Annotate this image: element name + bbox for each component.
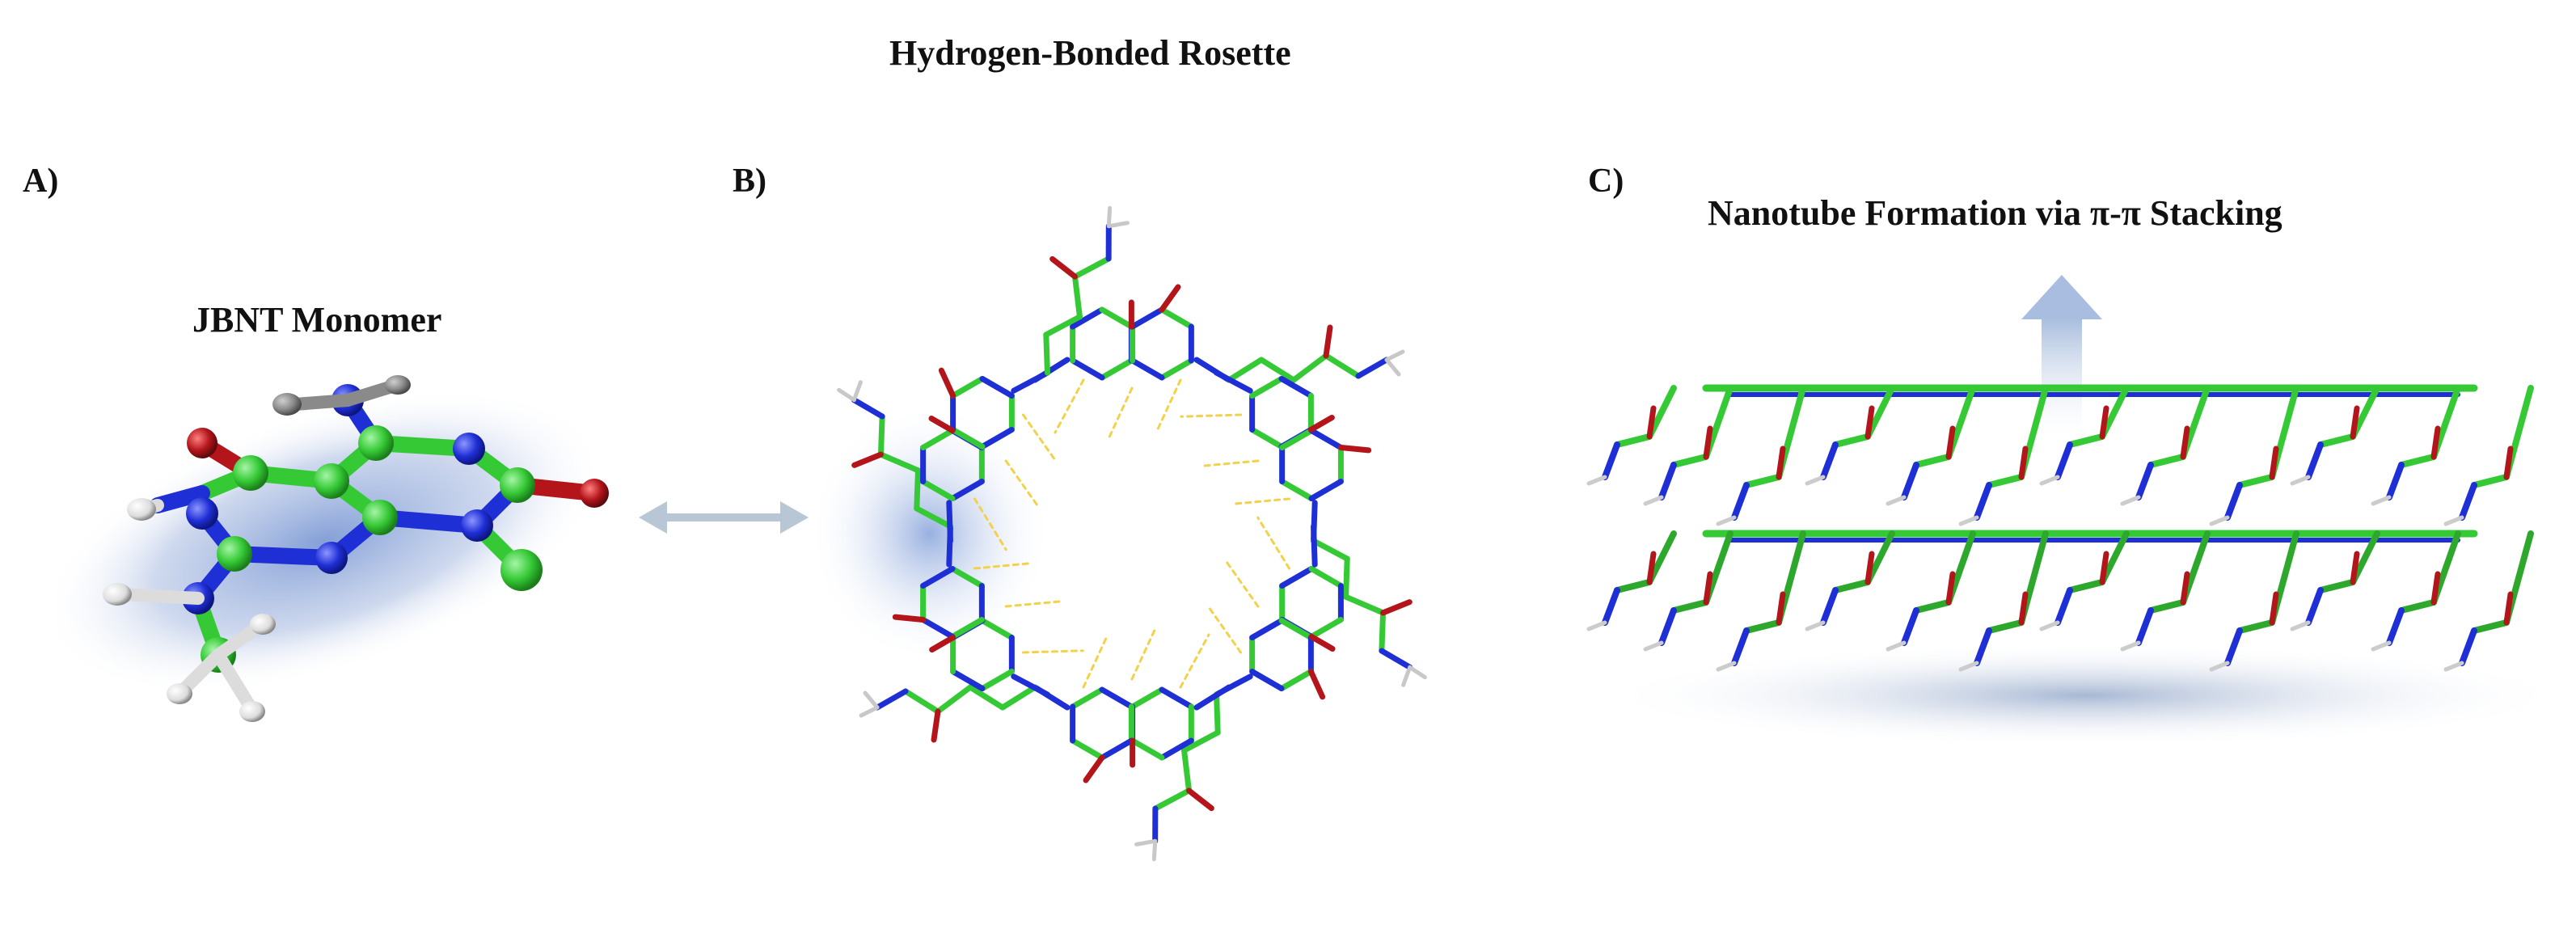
rosette-illustration (809, 205, 1427, 862)
panel-b-title: Hydrogen-Bonded Rosette (889, 33, 1291, 73)
nanotube-illustration (1586, 275, 2571, 748)
rosette-unit (859, 625, 1232, 783)
rosette-unit (837, 380, 1084, 698)
rosette-unit (1032, 284, 1405, 442)
panel-a-letter: A) (23, 163, 59, 200)
rosette-unit (920, 205, 1130, 551)
up-arrow-icon (2021, 275, 2102, 437)
rosette-unit (1180, 369, 1427, 687)
monomer-illustration (44, 375, 609, 722)
double-headed-arrow-icon (639, 501, 809, 534)
panel-b-letter: B) (733, 163, 766, 200)
panel-a-title: JBNT Monomer (192, 300, 442, 340)
stacked-layer (1586, 530, 2534, 672)
panel-c-letter: C) (1588, 163, 1624, 200)
atom (187, 428, 217, 458)
stacked-layer (1586, 384, 2534, 526)
panel-c-title: Nanotube Formation via π-π Stacking (1708, 193, 2283, 233)
